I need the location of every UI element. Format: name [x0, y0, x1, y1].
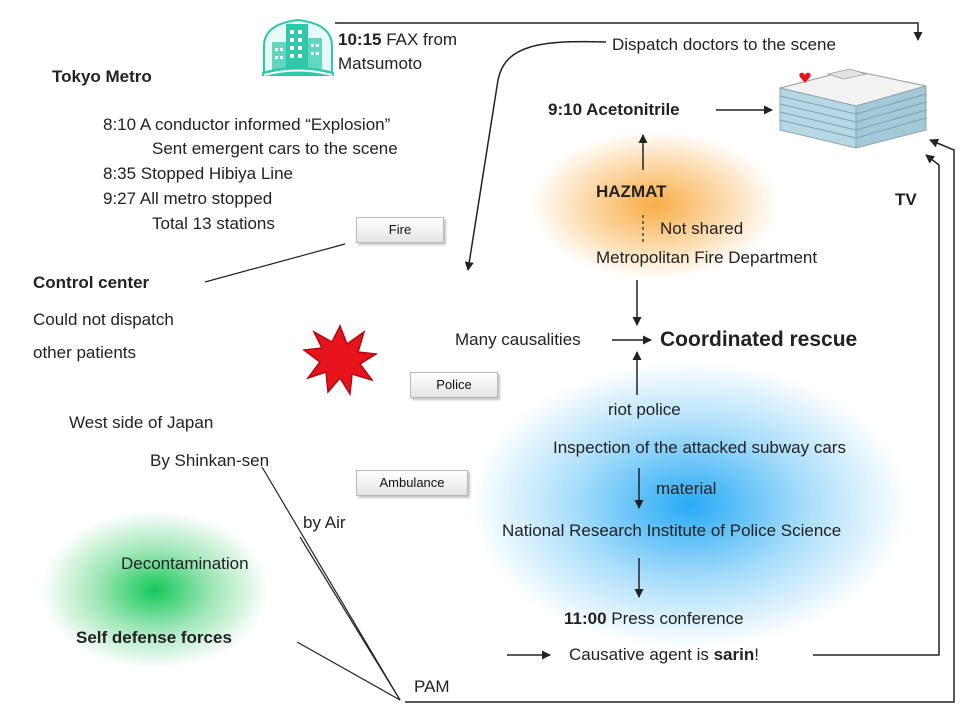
not-shared-label: Not shared: [660, 219, 744, 238]
control-center-title: Control center: [33, 273, 150, 292]
by-air-label: by Air: [303, 513, 346, 532]
causative-prefix: Causative agent is: [569, 645, 714, 664]
tokyo-metro-line-5: Total 13 stations: [152, 214, 275, 233]
ambulance-tag: Ambulance: [356, 470, 468, 496]
hospital-building-icon: [262, 18, 334, 76]
control-center-line-2: other patients: [33, 343, 137, 362]
press-conference-time: 11:00: [564, 609, 607, 628]
tokyo-metro-line-1: 8:10 A conductor informed “Explosion”: [103, 115, 391, 134]
causative-suffix: !: [754, 645, 759, 664]
fax-label: 10:15 FAX from: [338, 30, 457, 50]
explosion-icon: [302, 324, 379, 397]
tokyo-metro-line-3: 8:35 Stopped Hibiya Line: [103, 164, 293, 183]
pam-label: PAM: [414, 677, 450, 696]
many-casualities-label: Many causalities: [455, 330, 581, 349]
west-japan-label: West side of Japan: [69, 413, 214, 432]
causative-agent-label: Causative agent is sarin!: [569, 645, 759, 665]
fire-tag: Fire: [356, 217, 444, 243]
fire-department-label: Metropolitan Fire Department: [596, 248, 818, 267]
hazmat-glow: [530, 130, 780, 280]
pam-to-hospital-arrow-outer: [405, 138, 955, 703]
decontamination-label: Decontamination: [121, 554, 249, 573]
press-conference-text: Press conference: [606, 609, 744, 628]
inspection-label: Inspection of the attacked subway cars: [553, 438, 846, 457]
material-label: material: [656, 479, 717, 498]
acetonitrile-label: 9:10 Acetonitrile: [548, 100, 680, 119]
shinkansen-label: By Shinkan-sen: [150, 451, 270, 470]
coordinated-rescue-label: Coordinated rescue: [660, 328, 858, 351]
self-defense-label: Self defense forces: [76, 628, 232, 647]
tv-label: TV: [895, 190, 917, 209]
dispatch-doctors-label: Dispatch doctors to the scene: [612, 35, 836, 54]
research-institute-label: National Research Institute of Police Sc…: [502, 521, 842, 540]
hazmat-label: HAZMAT: [596, 182, 667, 201]
press-conference-label: 11:00 Press conference: [564, 609, 744, 629]
sdf-glow: [40, 510, 270, 670]
tokyo-metro-line-4: 9:27 All metro stopped: [103, 189, 273, 208]
dispatch-to-scene-arrow: [464, 40, 607, 271]
tokyo-metro-line-2: Sent emergent cars to the scene: [152, 139, 398, 158]
fax-text: FAX from: [381, 30, 458, 49]
police-tag: Police: [410, 372, 498, 398]
sarin-to-hospital-arrow-inner: [813, 154, 940, 656]
control-center-to-fire-line: [204, 243, 346, 283]
fax-arrow: [335, 22, 923, 41]
shinkansen-line: [261, 466, 401, 701]
fax-from: Matsumoto: [338, 54, 423, 73]
police-glow: [470, 360, 910, 650]
control-center-line-1: Could not dispatch: [33, 310, 174, 329]
causative-agent: sarin: [713, 645, 755, 664]
tokyo-metro-title: Tokyo Metro: [52, 67, 152, 86]
hospital-building-3d-icon: [779, 68, 927, 149]
air-line: [299, 536, 401, 701]
riot-police-label: riot police: [608, 400, 681, 419]
sdf-line: [296, 641, 401, 701]
fax-time: 10:15: [338, 30, 382, 49]
